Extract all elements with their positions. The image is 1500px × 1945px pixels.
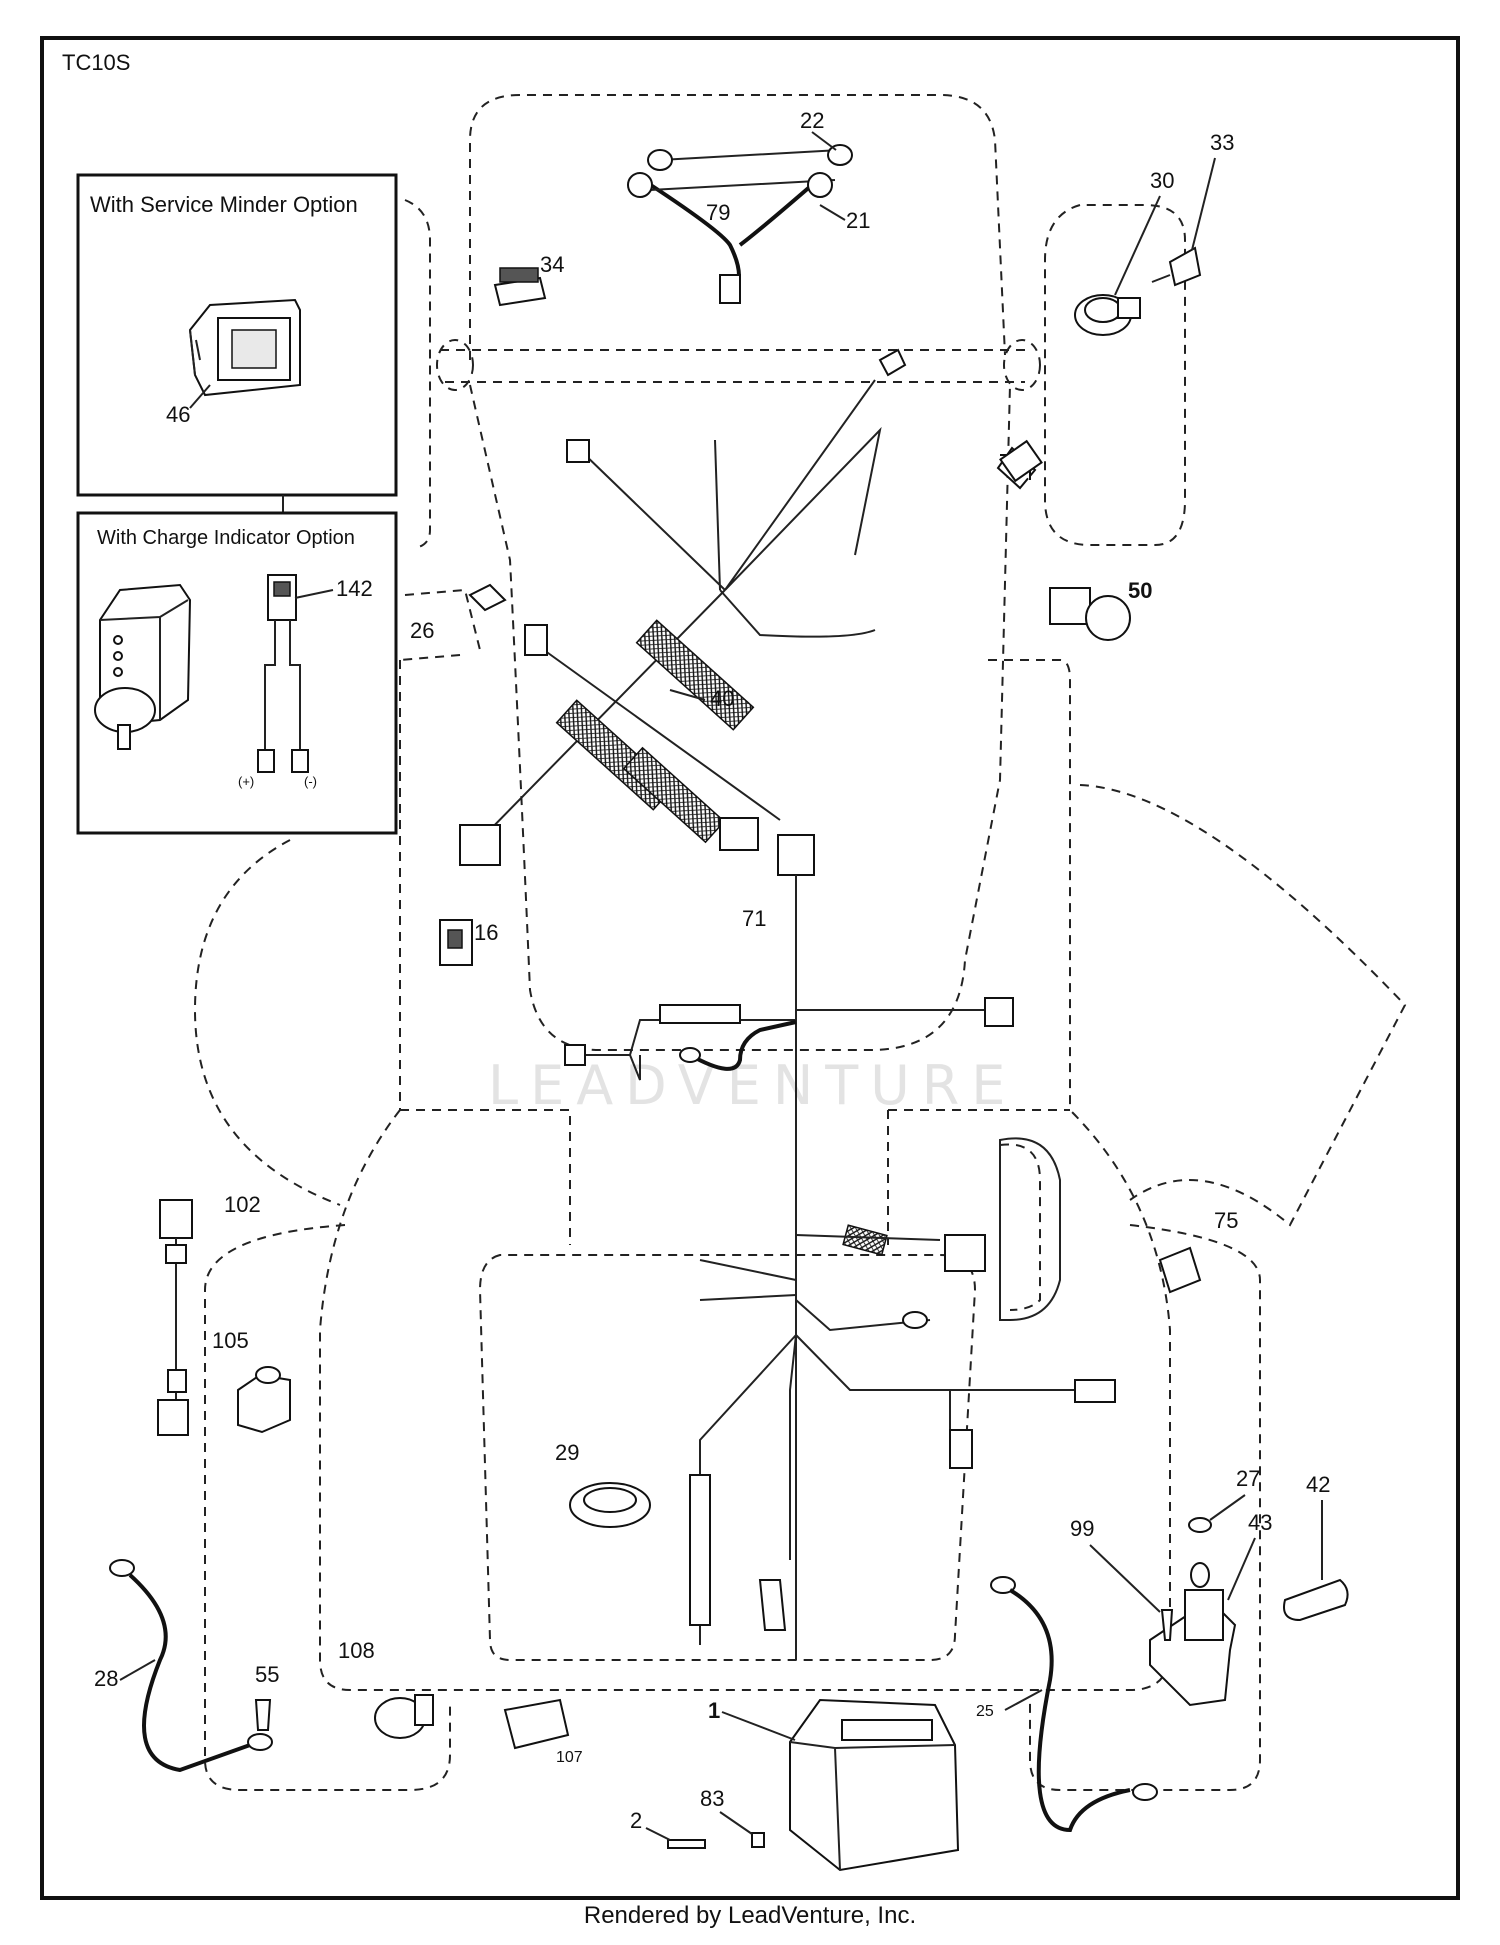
- callout-34: 34: [540, 252, 564, 277]
- callout-79: 79: [706, 200, 730, 225]
- nut-83: [751, 1832, 765, 1848]
- charge-indicator-harness: [257, 574, 309, 773]
- part-108: [374, 1694, 434, 1739]
- callout-102: 102: [224, 1192, 261, 1217]
- callout-108: 108: [338, 1638, 375, 1663]
- callout-107: 107: [556, 1749, 583, 1766]
- fuse-26: [468, 583, 507, 612]
- callout-142: 142: [336, 576, 373, 601]
- battery-cable-25: [990, 1576, 1158, 1833]
- callout-105: 105: [212, 1328, 249, 1353]
- charge-indicator-title: With Charge Indicator Option: [97, 527, 355, 549]
- solenoid-105: [237, 1366, 291, 1434]
- switch-75: [1158, 1246, 1202, 1294]
- starter-solenoid-43: [1149, 1562, 1237, 1707]
- grommet-29: [569, 1482, 651, 1528]
- switch-34: [493, 267, 547, 307]
- callout-22: 22: [800, 108, 824, 133]
- nut-27: [1188, 1517, 1212, 1533]
- battery-cable-28: [109, 1559, 273, 1773]
- callout-55: 55: [255, 1662, 279, 1687]
- minus-label: (-): [304, 774, 317, 789]
- ignition-switch-30: [1074, 294, 1141, 336]
- ignition-key-33: [1151, 246, 1202, 287]
- charge-indicator-inset: With Charge Indicator Option (+) (-) 142: [76, 511, 398, 835]
- callout-2: 2: [630, 1808, 642, 1833]
- boot-42: [1283, 1578, 1349, 1622]
- callout-99: 99: [1070, 1516, 1094, 1541]
- tractor-outline: [193, 94, 1407, 1791]
- pto-switch-50: [1049, 587, 1131, 641]
- footer-credit: Rendered by LeadVenture, Inc.: [583, 1902, 917, 1929]
- callout-28: 28: [94, 1666, 118, 1691]
- callout-21: 21: [846, 208, 870, 233]
- callout-27: 27: [1236, 1466, 1260, 1491]
- callout-46: 46: [166, 402, 190, 427]
- bolt-55: [254, 1699, 272, 1731]
- callout-29: 29: [555, 1440, 579, 1465]
- callout-43: 43: [1248, 1510, 1272, 1535]
- callout-26: 26: [410, 618, 434, 643]
- callout-42: 42: [1306, 1472, 1330, 1497]
- battery-1: [789, 1698, 960, 1872]
- relay-16: [439, 919, 473, 966]
- part-107: [503, 1698, 570, 1750]
- callout-16: 16: [474, 920, 498, 945]
- screw-99: [1160, 1609, 1174, 1641]
- service-minder-display: [188, 298, 301, 397]
- callout-1: 1: [708, 1698, 720, 1723]
- callout-30: 30: [1150, 168, 1174, 193]
- plus-label: (+): [238, 774, 254, 789]
- charge-indicator-gauge: [94, 583, 192, 750]
- callout-33: 33: [1210, 130, 1234, 155]
- callout-71: 71: [742, 906, 766, 931]
- callout-25: 25: [976, 1703, 994, 1720]
- callout-75: 75: [1214, 1208, 1238, 1233]
- model-label: TC10S: [62, 50, 130, 75]
- headlight-harness: [627, 144, 853, 304]
- service-minder-inset: With Service Minder Option 46: [76, 173, 398, 497]
- harness-71: [564, 834, 1116, 1660]
- harness-102: [157, 1199, 193, 1436]
- main-harness-40: [459, 348, 1043, 866]
- diagram-border: [40, 36, 1460, 1900]
- callout-83: 83: [700, 1786, 724, 1811]
- callout-40: 40: [710, 686, 734, 711]
- service-minder-title: With Service Minder Option: [90, 192, 358, 217]
- bolt-2: [667, 1839, 706, 1849]
- callout-50: 50: [1128, 578, 1152, 603]
